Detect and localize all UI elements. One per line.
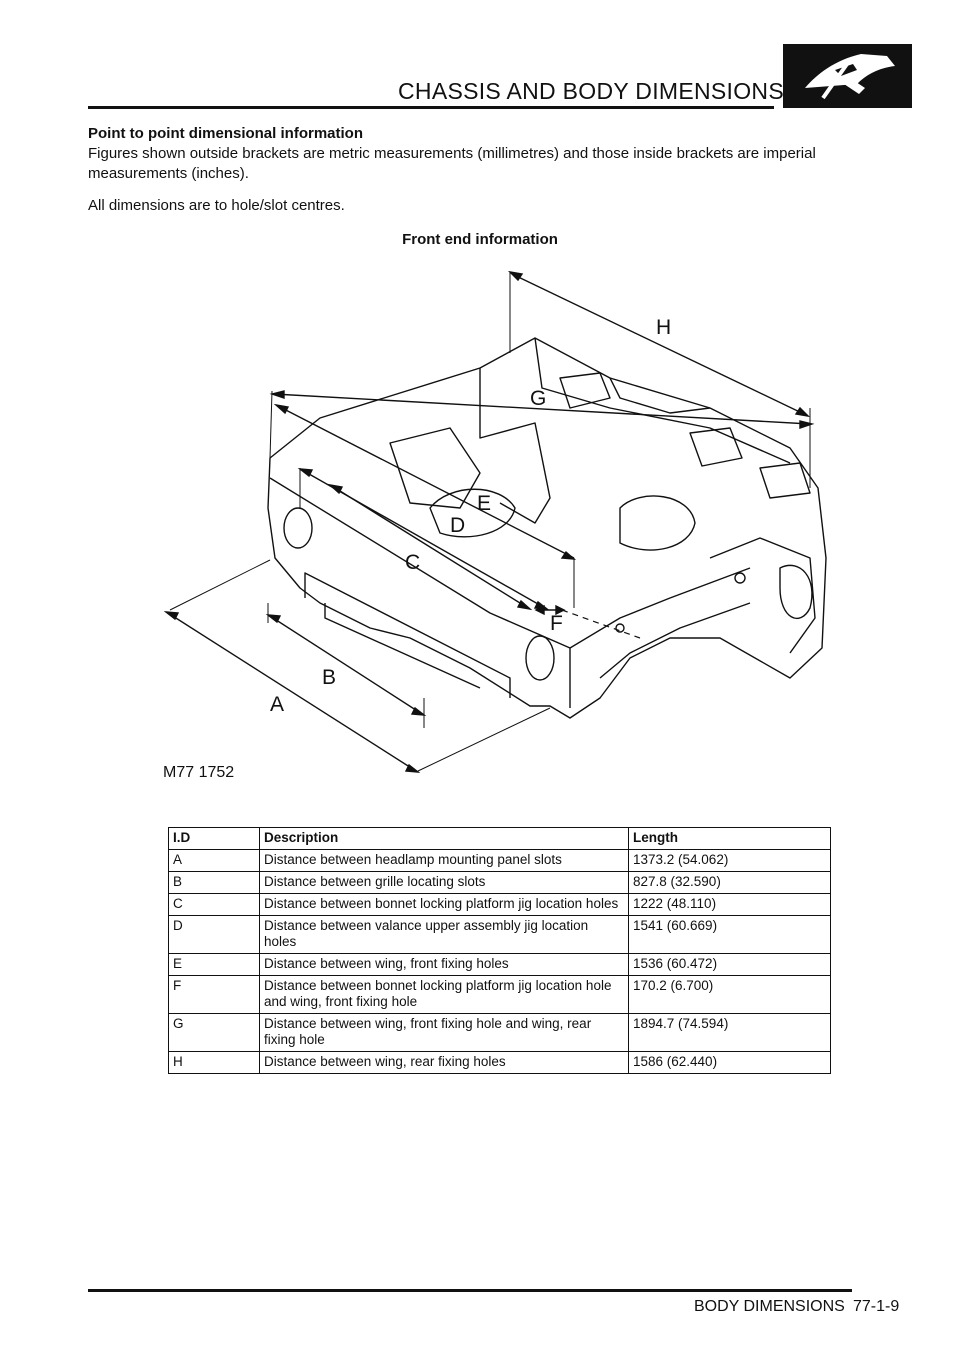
- front-end-diagram: H G E D C F B A: [150, 258, 840, 790]
- label-d: D: [450, 514, 465, 537]
- cell-description: Distance between bonnet locking platform…: [259, 975, 629, 1014]
- cell-id: C: [168, 893, 260, 916]
- table-row: C Distance between bonnet locking platfo…: [168, 893, 831, 916]
- cell-description: Distance between valance upper assembly …: [259, 915, 629, 954]
- label-e: E: [477, 492, 491, 515]
- cell-id: A: [168, 849, 260, 872]
- front-end-illustration: H G E D C F B A: [163, 270, 827, 773]
- table-row: B Distance between grille locating slots…: [168, 871, 831, 894]
- label-b: B: [322, 666, 336, 689]
- body-shell-drawing: [267, 337, 827, 719]
- footer-section-title: BODY DIMENSIONS: [694, 1298, 845, 1315]
- footer-rule: [88, 1289, 852, 1292]
- cell-id: E: [168, 953, 260, 976]
- cell-id: D: [168, 915, 260, 954]
- table-header-row: I.D Description Length: [168, 827, 831, 850]
- cell-id: B: [168, 871, 260, 894]
- label-g: G: [530, 387, 546, 410]
- cell-length: 1586 (62.440): [628, 1051, 831, 1074]
- tools-icon: [783, 44, 912, 108]
- table-row: H Distance between wing, rear fixing hol…: [168, 1051, 831, 1074]
- cell-id: F: [168, 975, 260, 1014]
- table-row: F Distance between bonnet locking platfo…: [168, 975, 831, 1014]
- cell-length: 1541 (60.669): [628, 915, 831, 954]
- cell-description: Distance between bonnet locking platform…: [259, 893, 629, 916]
- intro-paragraph-units: Figures shown outside brackets are metri…: [88, 145, 816, 182]
- cell-length: 1222 (48.110): [628, 893, 831, 916]
- cell-length: 170.2 (6.700): [628, 975, 831, 1014]
- header-rule: [88, 106, 774, 109]
- cell-description: Distance between headlamp mounting panel…: [259, 849, 629, 872]
- cell-description: Distance between grille locating slots: [259, 871, 629, 894]
- dimension-lines: [163, 270, 815, 773]
- cell-description: Distance between wing, front fixing hole…: [259, 1013, 629, 1052]
- cell-description: Distance between wing, rear fixing holes: [259, 1051, 629, 1074]
- header-length: Length: [628, 827, 831, 850]
- cell-id: G: [168, 1013, 260, 1052]
- label-h: H: [656, 316, 671, 339]
- intro-paragraph-centres: All dimensions are to hole/slot centres.: [88, 197, 345, 214]
- figure-id: M77 1752: [163, 764, 235, 781]
- dimensions-table: I.D Description Length A Distance betwee…: [168, 827, 831, 1074]
- cell-length: 1894.7 (74.594): [628, 1013, 831, 1052]
- table-row: G Distance between wing, front fixing ho…: [168, 1013, 831, 1052]
- table-row: E Distance between wing, front fixing ho…: [168, 953, 831, 976]
- intro-section: Point to point dimensional information F…: [88, 124, 878, 216]
- label-c: C: [405, 551, 420, 574]
- table-row: A Distance between headlamp mounting pan…: [168, 849, 831, 872]
- figure-caption: Front end information: [402, 231, 558, 248]
- cell-length: 1536 (60.472): [628, 953, 831, 976]
- header-id: I.D: [168, 827, 260, 850]
- header-description: Description: [259, 827, 629, 850]
- table-row: D Distance between valance upper assembl…: [168, 915, 831, 954]
- label-f: F: [550, 612, 563, 635]
- cell-length: 827.8 (32.590): [628, 871, 831, 894]
- intro-heading: Point to point dimensional information: [88, 125, 363, 142]
- cell-id: H: [168, 1051, 260, 1074]
- label-a: A: [270, 693, 284, 716]
- chapter-title: CHASSIS AND BODY DIMENSIONS: [398, 78, 784, 104]
- page-number: 77-1-9: [853, 1298, 900, 1315]
- cell-length: 1373.2 (54.062): [628, 849, 831, 872]
- cell-description: Distance between wing, front fixing hole…: [259, 953, 629, 976]
